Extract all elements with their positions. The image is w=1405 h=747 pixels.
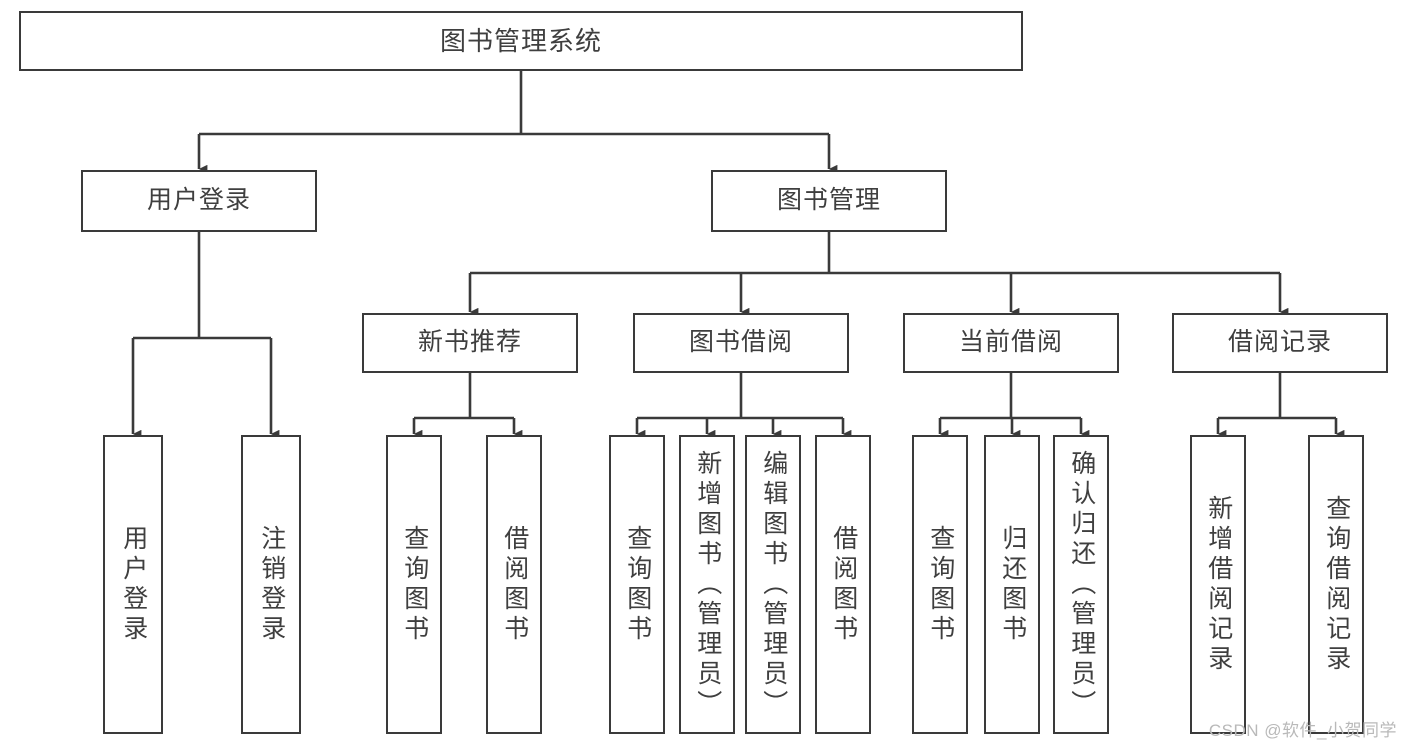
- node-leaf-query-book-3[interactable]: 查询图书: [912, 435, 968, 734]
- node-leaf-user-login-label: 用户登录: [119, 524, 148, 645]
- node-leaf-query-book-3-label: 查询图书: [926, 524, 955, 645]
- node-leaf-query-book-2-label: 查询图书: [623, 524, 652, 645]
- node-leaf-add-record-label: 新增借阅记录: [1204, 494, 1233, 675]
- node-book-manage-label: 图书管理: [776, 186, 881, 215]
- node-leaf-logout[interactable]: 注销登录: [241, 435, 301, 734]
- node-leaf-query-record-label: 查询借阅记录: [1322, 494, 1351, 675]
- node-leaf-query-record[interactable]: 查询借阅记录: [1308, 435, 1364, 734]
- node-borrow-record[interactable]: 借阅记录: [1172, 313, 1388, 373]
- node-book-manage[interactable]: 图书管理: [711, 170, 947, 232]
- node-leaf-borrow-book-2-label: 借阅图书: [829, 524, 858, 645]
- node-root-label: 图书管理系统: [439, 25, 602, 56]
- node-root[interactable]: 图书管理系统: [19, 11, 1023, 71]
- node-leaf-logout-label: 注销登录: [257, 524, 286, 645]
- node-leaf-return-book-label: 归还图书: [998, 524, 1027, 645]
- watermark-text: CSDN @软件_小贺同学: [1208, 721, 1397, 740]
- node-leaf-user-login[interactable]: 用户登录: [103, 435, 163, 734]
- node-book-borrow[interactable]: 图书借阅: [633, 313, 849, 373]
- node-leaf-confirm-return-label: 确认归还（管理员）: [1067, 449, 1096, 720]
- node-leaf-borrow-book-1[interactable]: 借阅图书: [486, 435, 542, 734]
- node-leaf-add-book[interactable]: 新增图书（管理员）: [679, 435, 735, 734]
- node-leaf-query-book-1-label: 查询图书: [400, 524, 429, 645]
- node-leaf-borrow-book-2[interactable]: 借阅图书: [815, 435, 871, 734]
- node-leaf-add-book-label: 新增图书（管理员）: [693, 449, 722, 720]
- node-borrow-record-label: 借阅记录: [1227, 328, 1332, 357]
- node-book-borrow-label: 图书借阅: [688, 328, 793, 357]
- node-user-login-label: 用户登录: [146, 186, 251, 215]
- node-new-book-rec[interactable]: 新书推荐: [362, 313, 578, 373]
- node-new-book-rec-label: 新书推荐: [417, 328, 522, 357]
- node-leaf-confirm-return[interactable]: 确认归还（管理员）: [1053, 435, 1109, 734]
- node-leaf-query-book-2[interactable]: 查询图书: [609, 435, 665, 734]
- node-current-borrow-label: 当前借阅: [958, 328, 1063, 357]
- node-current-borrow[interactable]: 当前借阅: [903, 313, 1119, 373]
- node-leaf-add-record[interactable]: 新增借阅记录: [1190, 435, 1246, 734]
- node-leaf-edit-book-label: 编辑图书（管理员）: [759, 449, 788, 720]
- node-user-login[interactable]: 用户登录: [81, 170, 317, 232]
- node-leaf-borrow-book-1-label: 借阅图书: [500, 524, 529, 645]
- node-leaf-query-book-1[interactable]: 查询图书: [386, 435, 442, 734]
- node-leaf-edit-book[interactable]: 编辑图书（管理员）: [745, 435, 801, 734]
- node-leaf-return-book[interactable]: 归还图书: [984, 435, 1040, 734]
